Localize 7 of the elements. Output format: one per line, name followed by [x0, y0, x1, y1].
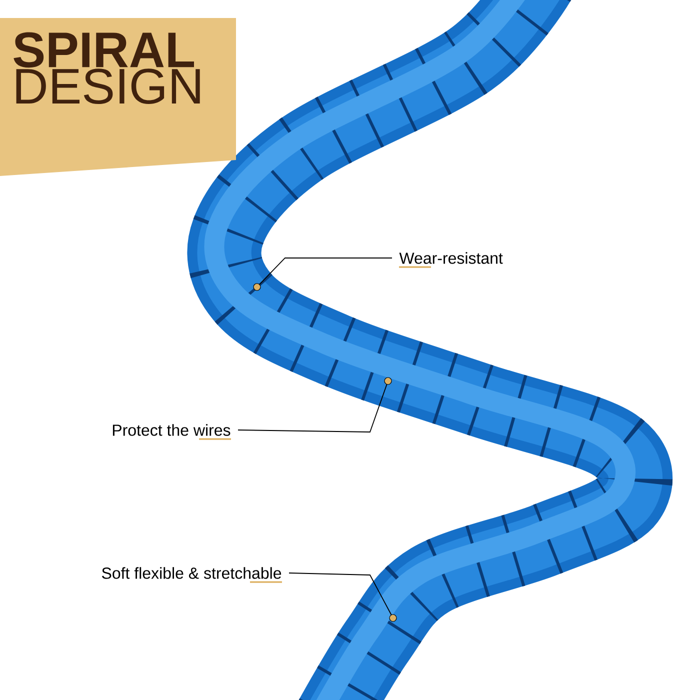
callout-text: Protect the wires [112, 424, 230, 436]
callout-text: Soft flexible & stretchable [102, 567, 282, 579]
leader-line [288, 572, 397, 622]
title-banner: SPIRAL DESIGN [0, 18, 236, 176]
leader-line [253, 258, 392, 291]
callout-text: Wear-resistant [399, 252, 503, 264]
leader-line [238, 377, 392, 432]
